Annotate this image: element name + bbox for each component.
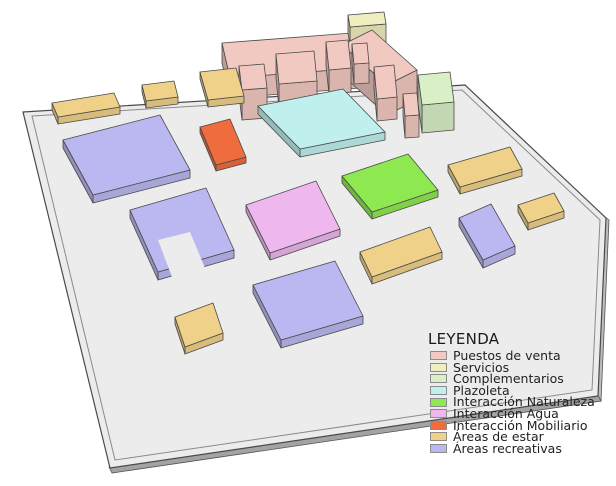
- bench-area-6: [359, 226, 443, 285]
- legend-item-areas-recreativas: Áreas recreativas: [426, 440, 616, 456]
- water-interaction: [245, 180, 341, 261]
- legend-label: Plazoleta: [453, 382, 510, 398]
- legend-swatch-estar: [430, 432, 447, 442]
- bench-area-7: [174, 302, 224, 355]
- legend-swatch-agua: [430, 409, 447, 419]
- legend-item-puestos-de-venta: Puestos de venta: [426, 348, 616, 363]
- legend-swatch-puestos: [430, 351, 447, 361]
- stall-3-top: [325, 39, 352, 71]
- recreation-area-4: [458, 203, 516, 269]
- stall-2-top: [275, 50, 318, 85]
- legend-label: Complementarios: [453, 371, 564, 387]
- bench-area-2: [141, 80, 179, 109]
- recreation-area-1-top: [62, 114, 191, 196]
- legend-item-servicios: Servicios: [426, 359, 616, 375]
- bench-area-4-top: [447, 146, 523, 188]
- stall-5-side: [376, 96, 398, 122]
- legend-swatch-recreativas: [430, 444, 447, 454]
- stall-5: [373, 64, 398, 122]
- stall-6-top: [402, 92, 420, 117]
- recreation-area-4-top: [458, 203, 516, 261]
- bench-area-6-top: [359, 226, 443, 278]
- legend-label: Interacción Agua: [453, 405, 559, 421]
- bench-area-7-top: [174, 302, 224, 348]
- nature-interaction: [341, 153, 439, 220]
- legend-title: LEYENDA: [428, 330, 500, 348]
- bench-area-5: [517, 192, 565, 231]
- bench-area-2-top: [141, 80, 179, 102]
- legend-swatch-naturaleza: [430, 397, 447, 407]
- complementary-block: [417, 71, 455, 134]
- furniture-interaction: [199, 118, 247, 172]
- stall-5-top: [373, 64, 398, 100]
- bench-area-1-top: [51, 92, 121, 118]
- legend-label: Interacción Naturaleza: [453, 394, 595, 410]
- stall-3: [325, 39, 352, 95]
- stall-6: [402, 92, 420, 139]
- bench-area-1: [51, 92, 121, 125]
- service-block-top-top: [347, 11, 387, 28]
- recreation-notch: [158, 232, 205, 277]
- legend-label: Interacción Mobiliario: [453, 417, 588, 433]
- stall-4-side: [353, 62, 370, 85]
- legend-swatch-servicios: [430, 362, 447, 372]
- recreation-area-3-top: [252, 260, 364, 341]
- legend-item-interaccion-mobiliario: Interacción Mobiliario: [426, 417, 616, 433]
- recreation-area-2-top: [129, 187, 235, 273]
- stall-6-side: [404, 114, 420, 139]
- bench-area-3: [199, 67, 245, 108]
- bench-area-5-top: [517, 192, 565, 224]
- legend: LEYENDA Puestos de venta Servicios Compl…: [426, 330, 616, 454]
- legend-item-interaccion-naturaleza: Interacción Naturaleza: [426, 396, 616, 408]
- stall-4-top: [351, 42, 370, 65]
- legend-swatch-complementarios: [430, 374, 447, 384]
- legend-label: Áreas de estar: [453, 429, 544, 445]
- water-interaction-top: [245, 180, 341, 254]
- legend-item-plazoleta: Plazoleta: [426, 382, 616, 398]
- legend-item-interaccion-agua: Interacción Agua: [426, 405, 616, 421]
- recreation-area-3: [252, 260, 364, 349]
- legend-label: Puestos de venta: [453, 348, 561, 363]
- plaza-top: [257, 88, 386, 150]
- legend-swatch-mobiliario: [430, 420, 447, 430]
- complementary-block-top: [417, 71, 455, 106]
- bench-area-3-top: [199, 67, 245, 101]
- stall-4: [351, 42, 370, 85]
- bench-area-4: [447, 146, 523, 195]
- complementary-block-side: [421, 101, 455, 134]
- nature-interaction-top: [341, 153, 439, 213]
- legend-swatch-plazoleta: [430, 386, 447, 396]
- legend-label: Áreas recreativas: [453, 440, 562, 456]
- plaza: [257, 88, 386, 158]
- legend-label: Servicios: [453, 359, 510, 375]
- recreation-area-1: [62, 114, 191, 204]
- legend-item-areas-de-estar: Áreas de estar: [426, 431, 616, 443]
- furniture-interaction-top: [199, 118, 247, 166]
- stall-1-top: [238, 63, 268, 91]
- legend-item-complementarios: Complementarios: [426, 373, 616, 385]
